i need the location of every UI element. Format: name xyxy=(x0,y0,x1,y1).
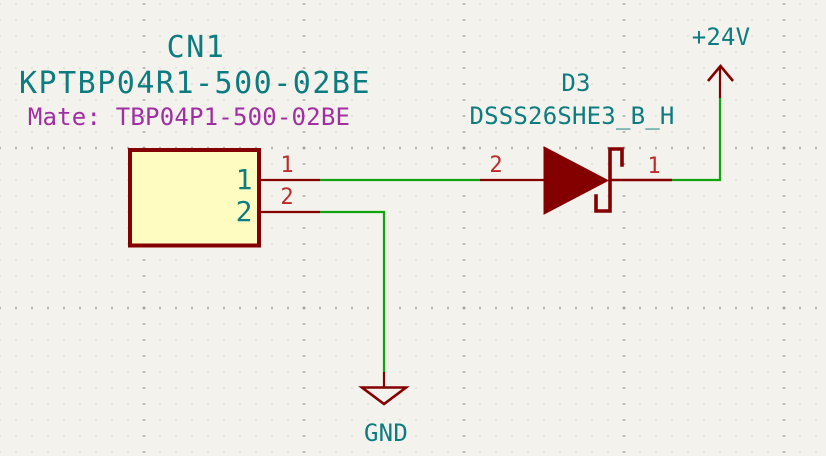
connector-value[interactable]: KPTBP04R1-500-02BE xyxy=(18,66,372,101)
power-arrow-icon[interactable] xyxy=(707,63,734,82)
gnd-net-label[interactable]: GND xyxy=(364,419,408,447)
diode-pin2-number: 2 xyxy=(489,153,503,178)
diode-triangle[interactable] xyxy=(543,146,610,215)
power-net-label[interactable]: +24V xyxy=(691,23,751,51)
gnd-triangle-icon[interactable] xyxy=(358,386,410,406)
wire-connector-pin2-to-gnd[interactable] xyxy=(320,210,386,372)
diode-reference[interactable]: D3 xyxy=(561,69,591,97)
connector-pin1-name: 1 xyxy=(235,163,253,196)
connector-reference[interactable]: CN1 xyxy=(166,30,226,65)
connector-pin1-number: 1 xyxy=(280,153,294,178)
connector-mate-field[interactable]: Mate: TBP04P1-500-02BE xyxy=(27,103,351,131)
diode-value[interactable]: DSSS26SHE3_B_H xyxy=(469,102,675,130)
connector-pin2-number: 2 xyxy=(280,185,294,210)
connector-pin2-name: 2 xyxy=(235,195,253,228)
connector-body[interactable] xyxy=(128,148,261,248)
diode-pin1-number: 1 xyxy=(647,154,661,179)
wire-diode-to-24v[interactable] xyxy=(672,98,722,182)
